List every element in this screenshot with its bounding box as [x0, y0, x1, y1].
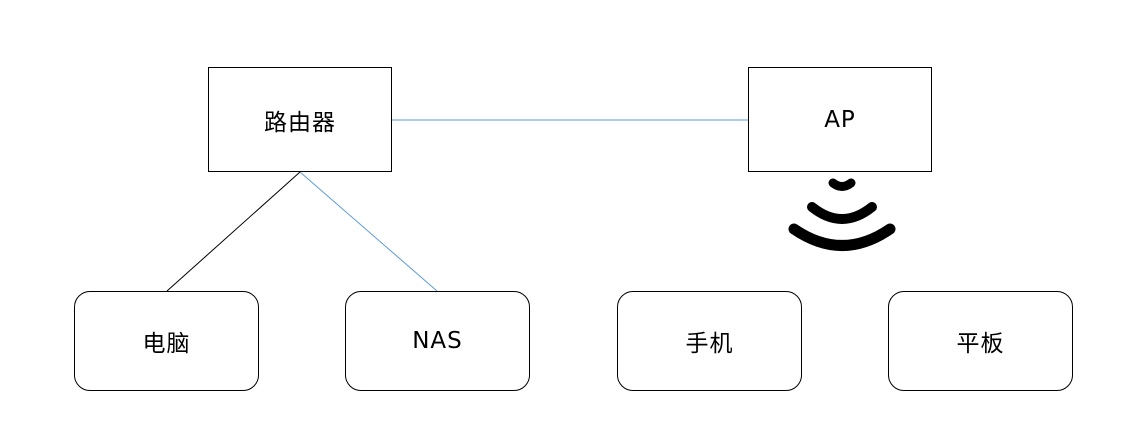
- router-node: 路由器: [208, 67, 392, 172]
- nas-node: NAS: [345, 291, 530, 391]
- phone-label: 手机: [685, 331, 734, 357]
- wifi-outer-arc: [788, 223, 896, 251]
- ap-node: AP: [748, 67, 932, 172]
- wifi-inner-arc: [828, 178, 856, 191]
- wifi-icon: [788, 178, 896, 251]
- tablet-node: 平板: [888, 291, 1073, 391]
- router-label: 路由器: [264, 109, 336, 136]
- phone-node: 手机: [617, 291, 802, 391]
- tablet-label: 平板: [956, 331, 1005, 357]
- wifi-middle-arc: [807, 202, 877, 224]
- pc-label: 电脑: [142, 331, 191, 357]
- ap-label: AP: [824, 106, 856, 133]
- pc-node: 电脑: [74, 291, 259, 391]
- router-pc-connection: [166, 171, 301, 292]
- router-nas-connection: [299, 171, 438, 292]
- nas-label: NAS: [412, 328, 463, 354]
